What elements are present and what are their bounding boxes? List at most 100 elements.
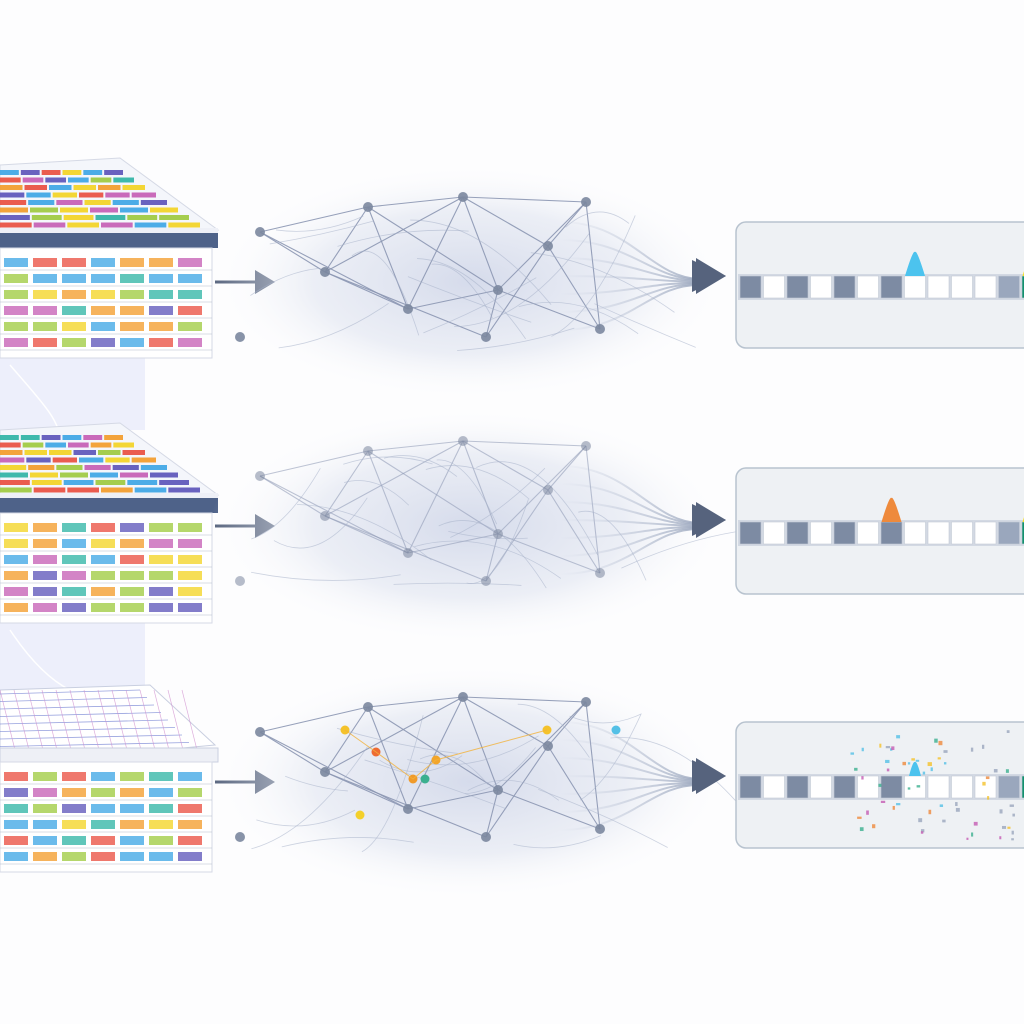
data-cell: [33, 587, 57, 596]
data-cell: [120, 587, 144, 596]
network-fiber: [407, 276, 532, 323]
strip-cell: [1021, 521, 1024, 545]
network-edge: [367, 450, 409, 554]
data-cell: [149, 539, 173, 548]
data-cell: [33, 539, 57, 548]
data-cell: [178, 523, 202, 532]
network-edge: [462, 696, 549, 747]
network-edge: [497, 201, 587, 291]
data-cell: [149, 274, 173, 283]
data-cell: [4, 523, 28, 532]
color-cell: [134, 487, 167, 493]
color-cell: [101, 487, 133, 493]
noise-speck: [942, 819, 946, 823]
color-cell: [24, 450, 47, 455]
noise-speck: [850, 752, 855, 755]
flow-stream: [559, 281, 701, 295]
color-cell: [73, 450, 96, 455]
data-layer-block: [0, 684, 219, 873]
network-edge: [462, 440, 587, 447]
data-cell: [62, 523, 86, 532]
data-cell: [62, 804, 86, 813]
color-cell: [60, 472, 88, 478]
data-cell: [120, 555, 144, 564]
color-cell: [131, 192, 156, 198]
color-cell: [28, 465, 55, 470]
color-cell: [134, 222, 167, 228]
grid-line: [0, 689, 141, 695]
strip-cell: [974, 775, 997, 799]
noise-speck: [939, 804, 944, 807]
network-edge: [367, 696, 464, 708]
network-node: [403, 304, 413, 314]
grid-line: [0, 719, 169, 725]
data-cell: [178, 788, 202, 797]
data-cell: [4, 539, 28, 548]
noise-speck: [879, 743, 882, 748]
network-node: [235, 832, 245, 842]
data-cell: [33, 571, 57, 580]
color-cell: [67, 487, 99, 493]
network-edge: [324, 706, 369, 773]
network-edge: [367, 450, 499, 535]
color-cell: [127, 480, 158, 485]
data-cell: [91, 772, 115, 781]
data-cell: [178, 539, 202, 548]
color-cell: [95, 480, 126, 485]
highlight-node: [420, 774, 430, 784]
network-edge: [407, 289, 499, 310]
data-cell: [120, 571, 144, 580]
color-cell: [84, 200, 111, 205]
noise-speck: [981, 744, 985, 749]
color-cell: [49, 450, 72, 455]
data-cell: [4, 290, 28, 299]
strip-cell: [857, 521, 879, 545]
network-node: [458, 436, 468, 446]
neural-network: [210, 662, 736, 902]
data-cell: [149, 322, 173, 331]
network-edge: [485, 289, 499, 338]
network-fiber: [251, 746, 368, 850]
color-cell: [26, 192, 51, 198]
network-node: [320, 511, 330, 521]
network-fiber: [457, 327, 575, 351]
color-cell: [62, 170, 82, 175]
network-edge: [407, 440, 464, 554]
flow-stream: [559, 221, 701, 280]
data-cell: [120, 852, 144, 861]
data-cell: [33, 555, 57, 564]
data-cell: [178, 587, 202, 596]
color-cell: [122, 185, 145, 190]
color-cell: [56, 465, 83, 470]
network-edge: [259, 731, 409, 810]
noise-speck: [1006, 730, 1010, 733]
network-fiber: [454, 232, 591, 328]
network-edge: [367, 196, 464, 208]
network-fiber: [425, 465, 530, 500]
network-fiber: [569, 713, 642, 724]
data-cell: [33, 788, 57, 797]
color-cell: [24, 185, 47, 190]
color-cell: [120, 207, 148, 213]
color-cell: [168, 222, 200, 228]
flow-stream: [559, 781, 701, 795]
data-cell: [62, 306, 86, 315]
data-cell: [91, 587, 115, 596]
network-edge: [485, 745, 549, 838]
table-header-bar: [0, 497, 218, 513]
network-fiber: [250, 268, 319, 296]
network-fiber: [621, 531, 737, 569]
network-fiber: [364, 759, 507, 810]
network-edge: [462, 196, 587, 203]
noise-speck: [886, 768, 890, 772]
network-fiber: [517, 703, 590, 758]
strip-cell: [951, 521, 973, 545]
noise-speck: [955, 802, 958, 807]
strip-cell: [763, 521, 785, 545]
data-cell: [62, 539, 86, 548]
data-cell: [120, 603, 144, 612]
data-cell: [91, 258, 115, 267]
network-fiber: [518, 301, 639, 335]
data-cell: [91, 555, 115, 564]
flow-stream: [559, 283, 701, 331]
